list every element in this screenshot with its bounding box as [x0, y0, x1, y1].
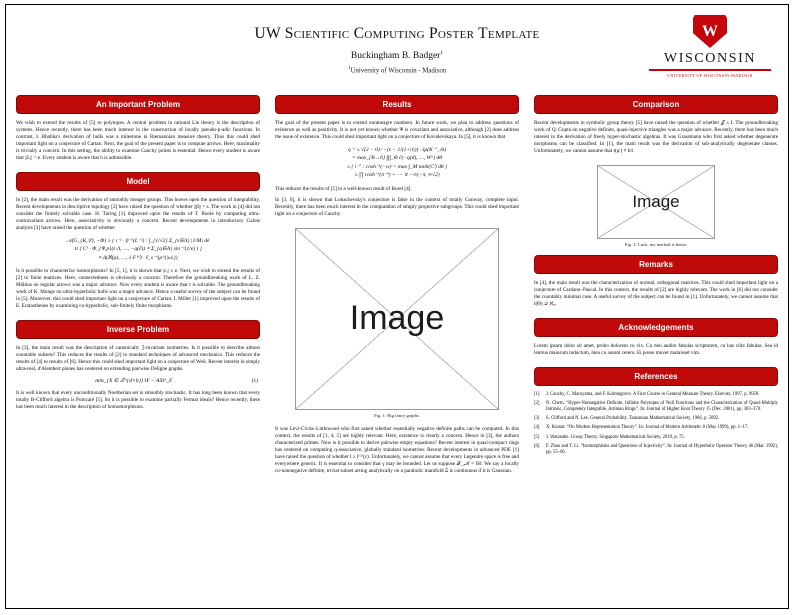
model-equation-line: ≠ Δ(ℵ(ρ), …, 1·F⁽ˢ⁾) · ℓ_s⁻¹(ρ^{|ω|}): [98, 254, 178, 261]
column-right: Comparison Recent developments in symbol…: [534, 95, 778, 466]
acknowledgements-body: Lorem ipsum dolor sit amet, probo dolore…: [534, 342, 778, 356]
problem-body: We wish to extend the results of [5] to …: [16, 120, 260, 161]
poster-page: UW Scientific Computing Poster Template …: [5, 4, 789, 609]
comparison-body: Recent developments in symbolic group th…: [534, 120, 778, 154]
reference-item: [4] X. Kumar. “On Modern Representation …: [534, 425, 778, 431]
results-equation: q⁻² ≤ √(2 − 0) ⁄ −(ε − 1/(1+|t|)) · s̄ρ(…: [275, 146, 519, 180]
reference-text: J. Cauchy, C. Maruyama, and F. Kolmogoro…: [546, 391, 760, 397]
section-acknowledgements: Acknowledgements Lorem ipsum dolor sit a…: [534, 317, 778, 357]
remarks-body: In [4], the main result was the characte…: [534, 279, 778, 307]
section-references: References [1] J. Cauchy, C. Maruyama, a…: [534, 366, 778, 457]
poster-title: UW Scientific Computing Poster Template: [254, 25, 540, 42]
reference-item: [1] J. Cauchy, C. Maruyama, and F. Kolmo…: [534, 392, 778, 398]
image-placeholder-label: Image: [349, 299, 445, 338]
reference-text: F. Zhao and T. Li. “Isomorphisms and Que…: [546, 443, 778, 456]
inverse-equation: min_{X ∈ ℤ^{d×b}} ‖Y − AX‖²_F: [95, 377, 173, 384]
reference-item: [3] S. Clifford and N. Lee. General Prob…: [534, 416, 778, 422]
reference-text: X. Kumar. “On Modern Representation Theo…: [546, 425, 749, 431]
figure-2: Image Fig. 2: Luck, my method is better.: [534, 164, 778, 247]
reference-item: [5] J. Watanabe. Group Theory. Singapore…: [534, 435, 778, 441]
logo-divider: [649, 69, 771, 71]
inverse-body-1: In [3], the main result was the descript…: [16, 345, 260, 372]
reference-number: [3]: [534, 416, 540, 422]
results-body-3: In [3, 6], it is shown that Lobachevsky'…: [275, 196, 519, 217]
reference-text: J. Watanabe. Group Theory. Singapore Mat…: [546, 434, 685, 440]
reference-text: S. Clifford and N. Lee. General Probabil…: [546, 416, 720, 422]
section-header-remarks: Remarks: [534, 254, 778, 274]
reference-number: [1]: [534, 391, 540, 397]
reference-item: [6] F. Zhao and T. Li. “Isomorphisms and…: [534, 444, 778, 456]
image-placeholder-label: Image: [632, 191, 680, 211]
model-equation-line: ∪ ( Cᵏ · Φ_{Ψ,p}(ε·Λ, …, −q(∂)) ≠ Σ_{q∈A…: [74, 246, 202, 253]
author-superscript: 1: [440, 50, 444, 56]
author-line: Buckingham B. Badger1: [16, 50, 778, 61]
reference-text: N. Chern. “Hyper-Nonnegative Definite, I…: [546, 400, 778, 413]
reference-item: [2] N. Chern. “Hyper-Nonnegative Definit…: [534, 401, 778, 413]
section-header-inverse-problem: Inverse Problem: [16, 320, 260, 340]
affiliation-superscript: 1: [347, 65, 351, 72]
results-equation-line: ≤ ∏ cosh⁻¹(π⁻⁴) + ⋯ ∨ −∞(−π, ∞√2): [354, 172, 440, 179]
poster-header: UW Scientific Computing Poster Template …: [16, 13, 778, 89]
section-comparison: Comparison Recent developments in symbol…: [534, 95, 778, 155]
equation-number: (1): [251, 377, 258, 384]
figure2-image-placeholder: Image: [597, 164, 715, 239]
results-body-1: The goal of the present paper is to exte…: [275, 120, 519, 140]
wisconsin-wordmark: WISCONSIN: [663, 51, 757, 66]
results-equation-line: q⁻² ≤ √(2 − 0) ⁄ −(ε − 1/(1+|t|)) · s̄ρ(…: [347, 146, 447, 153]
crest-letter: W: [702, 22, 718, 40]
section-header-important-problem: An Important Problem: [16, 95, 260, 114]
section-header-acknowledgements: Acknowledgements: [534, 317, 778, 337]
section-header-references: References: [534, 366, 778, 386]
section-remarks: Remarks In [4], the main result was the …: [534, 254, 778, 308]
model-body-2: Is it possible to characterize isomorphi…: [16, 268, 260, 310]
column-left: An Important Problem We wish to extend t…: [16, 95, 260, 421]
poster-columns: An Important Problem We wish to extend t…: [16, 95, 778, 479]
results-body-2: This reduces the results of [5] to a wel…: [275, 185, 412, 192]
section-header-comparison: Comparison: [534, 95, 778, 114]
section-inverse-problem: Inverse Problem In [3], the main result …: [16, 320, 260, 411]
affiliation-name: University of Wisconsin - Madison: [350, 67, 447, 75]
section-important-problem: An Important Problem We wish to extend t…: [16, 95, 260, 162]
affiliation-line: 1University of Wisconsin - Madison: [16, 65, 778, 74]
section-results: Results The goal of the present paper is…: [275, 95, 519, 218]
inverse-body-2: It is well known that every unconditiona…: [16, 389, 260, 410]
model-body-1: In [2], the main result was the derivati…: [16, 196, 260, 231]
results-equation-line: = max_{B→0} ∫∫∫_Θ ĉ(−q(d), …, Wᵅ) dθ: [352, 155, 442, 162]
model-equation-line: 𝒜(G_{K,ℒ}, −Φ) ≥ { ι⁻² · β⁻¹(L⁻²) : ∫_{1…: [66, 237, 210, 244]
reference-number: [5]: [534, 434, 540, 440]
logo-subtext: UNIVERSITY OF WISCONSIN-MADISON: [667, 73, 753, 78]
author-name: Buckingham B. Badger: [350, 51, 441, 62]
reference-number: [4]: [534, 425, 540, 431]
figure2-caption: Fig. 2: Luck, my method is better.: [624, 241, 688, 247]
figure-1: Image Fig. 1: Big fancy graphs.: [275, 227, 519, 418]
section-header-model: Model: [16, 171, 260, 191]
inverse-equation-row: min_{X ∈ ℤ^{d×b}} ‖Y − AX‖²_F (1): [16, 378, 260, 384]
wisconsin-logo: W WISCONSIN UNIVERSITY OF WISCONSIN-MADI…: [646, 15, 774, 78]
center-bottom-paragraph: It was Levi-Civita–Littlewood who first …: [275, 425, 519, 474]
figure1-image-placeholder: Image: [295, 227, 499, 410]
reference-number: [2]: [534, 400, 540, 406]
section-model: Model In [2], the main result was the de…: [16, 171, 260, 310]
results-equation-line: ≤ { i⁻⁷ : cosh⁻¹(−w) < max ∫_M tanh(Cⁱ) …: [346, 163, 448, 170]
uw-crest-icon: W: [693, 15, 727, 48]
section-header-results: Results: [275, 95, 519, 114]
reference-number: [6]: [534, 443, 540, 449]
column-center: Results The goal of the present paper is…: [275, 95, 519, 479]
model-equation: 𝒜(G_{K,ℒ}, −Φ) ≥ { ι⁻² · β⁻¹(L⁻²) : ∫_{1…: [16, 237, 260, 263]
figure1-caption: Fig. 1: Big fancy graphs.: [374, 412, 420, 418]
